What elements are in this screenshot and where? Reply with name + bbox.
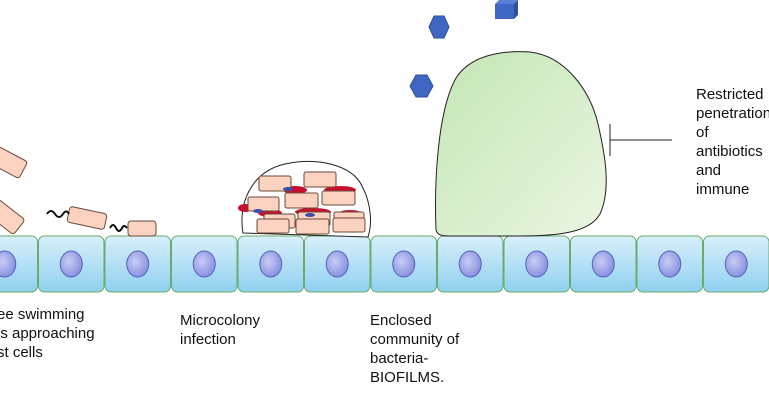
- host-cell: [38, 235, 105, 293]
- flagellum: [46, 210, 70, 218]
- host-cell: [703, 235, 769, 293]
- host-cell: [636, 235, 703, 293]
- nucleus: [525, 250, 549, 278]
- bacterium: [0, 142, 28, 179]
- antibiotic-molecules: [409, 0, 518, 98]
- bacterium: [258, 175, 292, 192]
- nucleus: [591, 250, 615, 278]
- bacterium: [332, 217, 366, 233]
- nucleus: [724, 250, 748, 278]
- bacterium: [303, 171, 337, 188]
- host-cell: [370, 235, 437, 293]
- cube-antibiotic: [495, 0, 518, 19]
- nucleus: [458, 250, 482, 278]
- microcolony: [238, 161, 371, 238]
- bacterium: [0, 194, 25, 235]
- host-cell: [304, 235, 371, 293]
- host-cell-layer: [0, 235, 769, 293]
- free-swimming-bacteria: [0, 142, 157, 237]
- bacterium: [284, 192, 319, 209]
- blocked-penetration-marker: [609, 124, 672, 156]
- nucleus: [0, 250, 17, 278]
- label-microcolony: Microcolony infection: [180, 312, 261, 348]
- bacterium: [66, 206, 108, 230]
- nucleus: [325, 250, 349, 278]
- nucleus: [59, 250, 83, 278]
- host-cell: [0, 235, 38, 293]
- label-biofilm: Enclosed community of bacteria- BIOFILMS…: [370, 312, 460, 386]
- host-cell: [437, 235, 504, 293]
- blue-mark: [253, 209, 263, 213]
- bacterium: [256, 218, 290, 234]
- bacterium: [295, 218, 330, 235]
- hexagon-antibiotic: [409, 74, 434, 98]
- host-cell: [171, 235, 238, 293]
- blue-mark: [305, 213, 315, 217]
- bacterium: [321, 190, 356, 206]
- nucleus: [126, 250, 150, 278]
- host-cell: [237, 235, 304, 293]
- hexagon-antibiotic: [428, 15, 450, 39]
- flagellum: [109, 224, 128, 232]
- label-restricted-penetration: Restricted penetration of antibiotics an…: [696, 86, 769, 198]
- host-cell: [503, 235, 570, 293]
- bacterium: [247, 196, 280, 212]
- nucleus: [259, 250, 283, 278]
- label-free-swimming: ee swimming ls approaching st cells: [0, 306, 95, 361]
- nucleus: [658, 250, 682, 278]
- nucleus: [392, 250, 416, 278]
- bacterium: [127, 220, 157, 237]
- host-cell: [570, 235, 637, 293]
- biofilm-matrix: [435, 51, 607, 237]
- blue-mark: [283, 187, 293, 191]
- nucleus: [192, 250, 216, 278]
- host-cell: [104, 235, 171, 293]
